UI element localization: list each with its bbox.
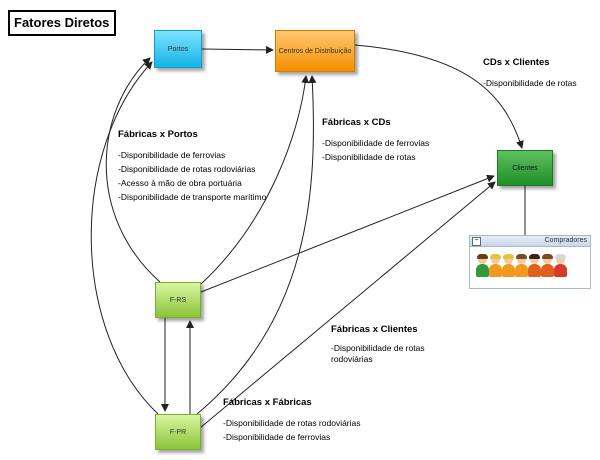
- group-item: -Disponibilidade de ferrovias: [118, 148, 266, 162]
- item-text: Disponibilidade de ferrovias: [120, 150, 226, 160]
- bullet: -: [118, 164, 121, 174]
- group-fabricas-fabricas: Fábricas x Fábricas -Disponibilidade de …: [223, 396, 361, 444]
- bullet: -: [118, 192, 121, 202]
- group-fabricas-clientes: Fábricas x Clientes -Disponibilidade de …: [331, 323, 451, 365]
- group-item: -Disponibilidade de transporte marítimo: [118, 190, 266, 204]
- person-icon: [554, 254, 567, 279]
- group-item: -Disponibilidade de rotas rodoviárias: [223, 416, 361, 430]
- person-icon: [541, 254, 554, 279]
- node-clientes[interactable]: Clientes: [497, 150, 553, 186]
- bullet: -: [322, 138, 325, 148]
- bullet: -: [483, 78, 486, 88]
- arrow-fpr-centros: [196, 75, 317, 415]
- bullet: -: [118, 178, 121, 188]
- group-item: -Disponibilidade de rotas rodoviárias: [331, 343, 451, 365]
- group-heading: Fábricas x CDs: [322, 117, 391, 128]
- person-icon: [489, 254, 502, 279]
- item-text: Disponibilidade de ferrovias: [324, 138, 430, 148]
- compradores-title: Compradores: [544, 237, 587, 244]
- group-cds-clientes: CDs x Clientes -Disponibilidade de rotas: [483, 56, 577, 90]
- group-heading: Fábricas x Clientes: [331, 324, 418, 335]
- arrow-portos-centros: [201, 45, 274, 54]
- bullet: -: [223, 418, 226, 428]
- arrow-centros-clientes: [354, 44, 524, 149]
- person-icon: [515, 254, 528, 279]
- node-f-pr[interactable]: F-PR: [155, 414, 201, 450]
- person-icon: [476, 254, 489, 279]
- group-item: -Disponibilidade de ferrovias: [322, 136, 429, 150]
- arrow-frs-clientes: [200, 174, 495, 293]
- item-text: Acesso à mão de obra portuária: [120, 178, 242, 188]
- group-item: -Disponibilidade de rotas: [322, 150, 429, 164]
- item-text: Disponibilidade de rotas: [485, 78, 577, 88]
- group-heading: Fábricas x Portos: [118, 129, 198, 140]
- person-icon: [528, 254, 541, 279]
- node-portos[interactable]: Portos: [154, 30, 202, 68]
- group-heading: CDs x Clientes: [483, 57, 550, 68]
- diagram-title: Fatores Diretos: [8, 10, 116, 36]
- item-text: Disponibilidade de rotas rodoviárias: [120, 164, 256, 174]
- compradores-titlebar: − Compradores: [470, 236, 590, 247]
- group-item: -Disponibilidade de ferrovias: [223, 430, 361, 444]
- item-text: Disponibilidade de rotas rodoviárias: [331, 343, 425, 364]
- group-item: -Disponibilidade de rotas: [483, 76, 577, 90]
- node-f-rs[interactable]: F-RS: [155, 282, 201, 318]
- collapse-button[interactable]: −: [472, 237, 481, 246]
- item-text: Disponibilidade de rotas rodoviárias: [225, 418, 361, 428]
- bullet: -: [223, 432, 226, 442]
- node-centros-distribuicao[interactable]: Centros de Distribuição: [275, 30, 355, 72]
- group-fabricas-cds: Fábricas x CDs -Disponibilidade de ferro…: [322, 116, 429, 164]
- bullet: -: [118, 150, 121, 160]
- bullet: -: [322, 152, 325, 162]
- people-group-icon: [476, 254, 586, 279]
- arrow-frs-portos: [105, 57, 161, 283]
- person-icon: [502, 254, 515, 279]
- group-item: -Disponibilidade de rotas rodoviárias: [118, 162, 266, 176]
- group-heading: Fábricas x Fábricas: [223, 397, 312, 408]
- group-item: -Acesso à mão de obra portuária: [118, 176, 266, 190]
- arrow-fpr-clientes: [199, 181, 496, 429]
- item-text: Disponibilidade de ferrovias: [225, 432, 331, 442]
- arrow-fpr-portos: [90, 61, 159, 415]
- bullet: -: [331, 343, 334, 353]
- arrow-frs-centros: [200, 75, 310, 285]
- item-text: Disponibilidade de transporte marítimo: [120, 192, 267, 202]
- group-fabricas-portos: Fábricas x Portos -Disponibilidade de fe…: [118, 128, 266, 204]
- compradores-panel: − Compradores: [469, 235, 591, 289]
- item-text: Disponibilidade de rotas: [324, 152, 416, 162]
